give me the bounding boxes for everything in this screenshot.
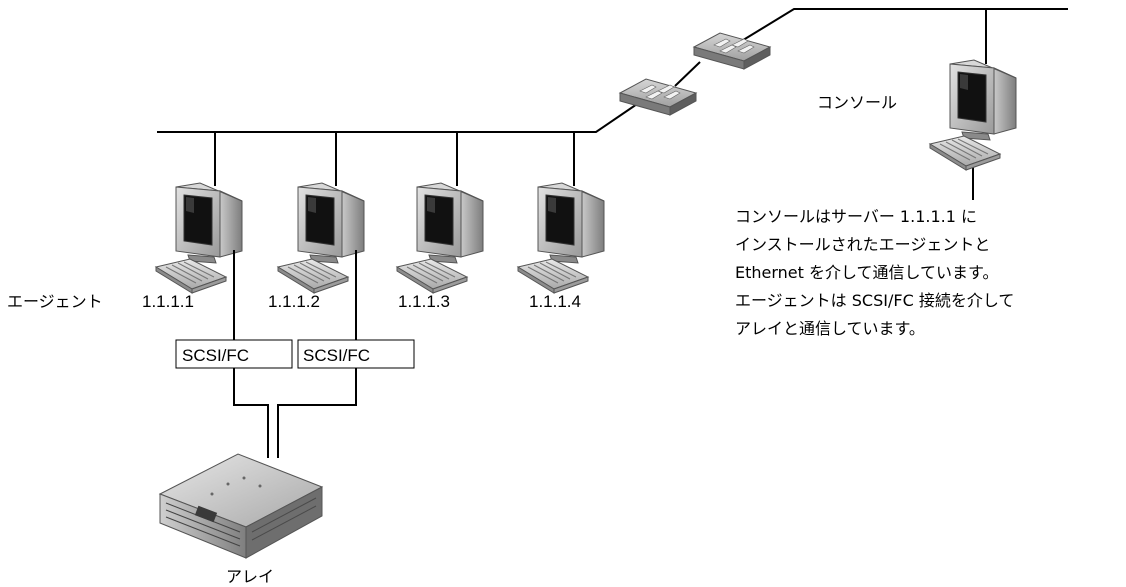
scsi-fc-connection-box: SCSI/FC [297,339,415,369]
description-text: コンソールはサーバー 1.1.1.1 に インストールされたエージェントと Et… [735,207,1014,338]
computer-icon [155,182,243,294]
host-ip-label: 1.1.1.3 [398,292,450,311]
description-line: インストールされたエージェントと [735,235,990,254]
computer-icon [277,182,365,294]
host-ip-label: 1.1.1.4 [529,292,581,311]
host-ip-label: 1.1.1.2 [268,292,320,311]
storage-array-icon [158,453,324,559]
scsi-fc-label: SCSI/FC [182,346,249,365]
network-switch-icon [619,78,697,116]
agent-host-label-prefix: エージェント [7,292,103,311]
scsi-fc-connection-box: SCSI/FC [175,339,293,369]
array-label: アレイ [226,567,274,586]
scsi-fc-cables [233,250,357,458]
network-switch-icon [693,32,771,70]
scsi-fc-label: SCSI/FC [303,346,370,365]
host-ip-label: 1.1.1.1 [142,292,194,311]
console-label: コンソール [817,93,897,112]
description-line: コンソールはサーバー 1.1.1.1 に [735,207,977,226]
description-line: Ethernet を介して通信しています。 [735,263,998,282]
console-computer-icon [929,59,1017,171]
ethernet-network-lines [157,8,1068,200]
computer-icon [517,182,605,294]
description-line: アレイと通信しています。 [735,319,925,338]
description-line: エージェントは SCSI/FC 接続を介して [735,291,1014,310]
computer-icon [396,182,484,294]
